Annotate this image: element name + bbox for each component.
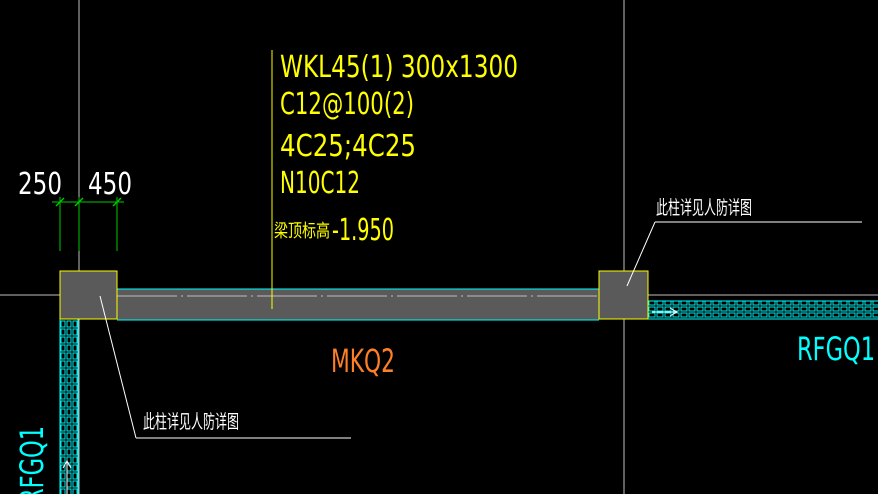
tick-mid: [74, 197, 84, 207]
beam-label-line1: WKL45(1) 300x1300: [280, 50, 518, 85]
column-note-left-leader: [99, 295, 137, 439]
wall-left-rfgq1[interactable]: [59, 319, 79, 494]
dimension-group: 250 450: [18, 167, 132, 251]
column-note-right[interactable]: 此柱详见人防详图: [626, 197, 862, 287]
beam-annotation[interactable]: WKL45(1) 300x1300 C12@100(2) 4C25;4C25 N…: [271, 50, 518, 309]
column-note-left[interactable]: 此柱详见人防详图: [99, 295, 351, 439]
beam-elevation-value: -1.950: [332, 213, 394, 248]
beam-elevation-prefix: 梁顶标高: [274, 221, 330, 242]
wall-label-rfgq1-left[interactable]: RFGQ1: [13, 426, 51, 494]
wall-right-rfgq1[interactable]: [648, 300, 878, 320]
column-note-left-text: 此柱详见人防详图: [143, 411, 239, 433]
dimension-text-250: 250: [18, 167, 62, 202]
tick-left: [55, 197, 65, 207]
beam-wkl45[interactable]: [117, 288, 599, 321]
beam-rebar-spec: 4C25;4C25: [280, 129, 416, 164]
wall-label-rfgq1-right[interactable]: RFGQ1: [797, 330, 875, 368]
column-right[interactable]: [598, 270, 649, 320]
column-note-right-text: 此柱详见人防详图: [656, 197, 752, 219]
tick-right: [112, 197, 122, 207]
dimension-text-450: 450: [88, 167, 132, 202]
wall-label-mkq2[interactable]: MKQ2: [331, 342, 395, 380]
wall-arrow-head: [669, 307, 679, 317]
column-note-right-leader: [626, 221, 656, 287]
column-left[interactable]: [59, 270, 118, 320]
wall-arrow-head-vertical: [62, 459, 72, 469]
beam-side-rebar-spec: N10C12: [280, 166, 360, 201]
beam-stirrup-spec: C12@100(2): [280, 87, 414, 122]
